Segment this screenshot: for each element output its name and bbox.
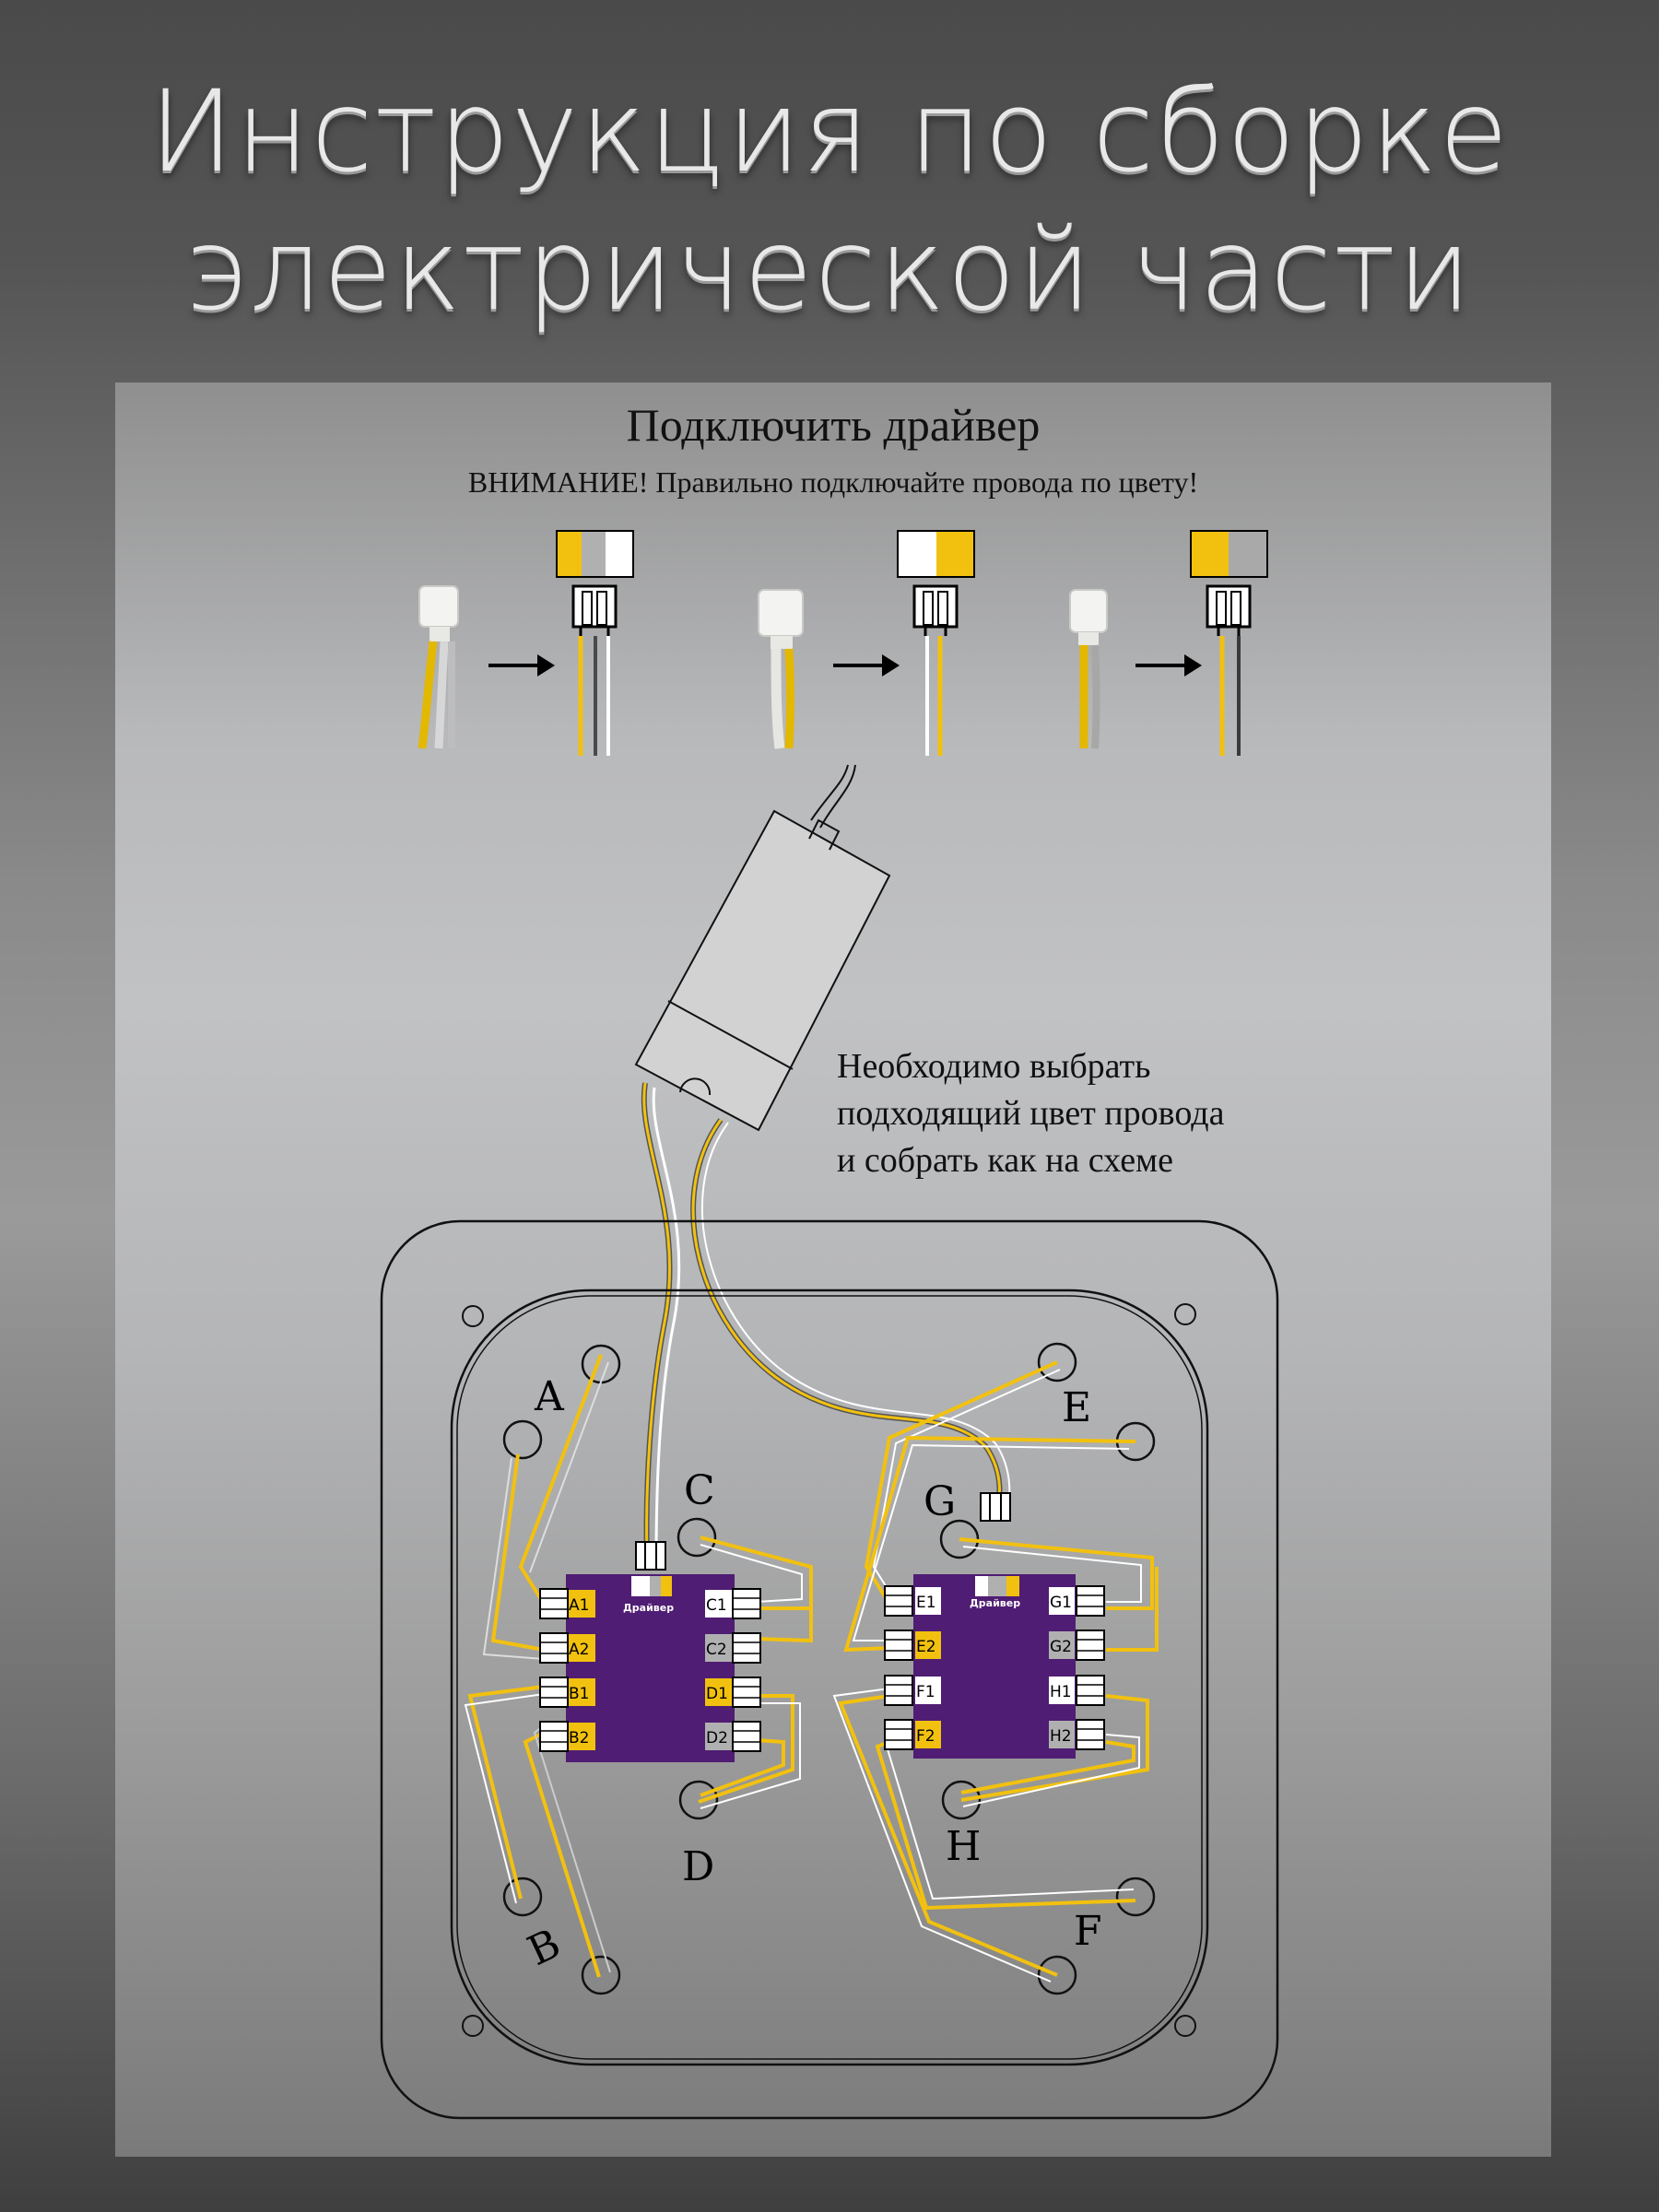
pin-label: F2 [916,1727,935,1746]
pin-label: D2 [706,1729,728,1747]
board-input-connector [635,1541,666,1571]
lamp-hole-d [678,1780,719,1820]
lamp-hole-b1 [502,1877,543,1917]
lamp-hole-a1 [581,1344,621,1384]
pin-label: G1 [1050,1594,1072,1612]
connector-color-swatch [897,530,975,578]
assembly-note: Необходимо выбрать подходящий цвет прово… [837,1043,1298,1184]
page-title-line2: электрической части [185,205,1474,335]
connector-type-white-yellow [758,530,975,756]
pin-label: C2 [706,1641,727,1659]
lamp-label-f: F [1074,1908,1102,1955]
lamp-hole-f1 [1115,1877,1156,1917]
page-title-line1: Инструкция по сборке [148,66,1511,197]
lamp-hole-b2 [581,1955,621,1995]
pin-label: C1 [706,1596,727,1615]
connector-type-yellow-gray [418,530,634,756]
pin-label: A1 [569,1596,589,1615]
connector-color-swatch [556,530,634,578]
arrow-right-icon [1184,654,1202,677]
pin-label: B1 [569,1685,589,1703]
lamp-hole-h [941,1780,982,1820]
arrow-right-icon [882,654,900,677]
lamp-label-e: E [1062,1384,1091,1431]
pin-label: H2 [1050,1727,1072,1746]
connector-plug-icon [912,584,959,636]
color-warning: ВНИМАНИЕ! Правильно подключайте провода … [467,465,1199,499]
board-input-connector [980,1492,1011,1522]
lamp-label-d: D [682,1843,714,1890]
lamp-wires-left [464,1354,813,1978]
section-title: Подключить драйвер [626,399,1041,451]
note-line: Необходимо выбрать [837,1047,1151,1086]
power-driver [634,764,891,1132]
lamp-hole-e1 [1037,1342,1077,1382]
raw-connector-photo [418,585,459,749]
raw-connector-photo [1069,589,1108,749]
lamp-label-c: C [684,1467,715,1514]
pin-label: F1 [916,1683,935,1701]
board-label: Драйвер [623,1602,674,1614]
pin-label: A2 [569,1641,589,1659]
connector-type-yellow-gray-dark [1069,530,1268,756]
note-line: и собрать как на схеме [837,1141,1173,1180]
pin-label: B2 [569,1729,589,1747]
pin-label: D1 [706,1685,728,1703]
connector-plug-icon [1206,584,1252,636]
lamp-labels: A B C D E F G H [521,1373,1102,1975]
lamp-label-a: A [534,1373,565,1420]
driver-board-right: Драйвер E1 E2 F1 F2 G1 G2 H1 H2 [884,1492,1105,1759]
connector-plug-icon [571,584,618,636]
pin-label: E1 [916,1594,936,1612]
note-line: подходящий цвет провода [837,1094,1225,1133]
driver-output-cables [641,1082,1011,1559]
lamp-hole-a2 [502,1419,543,1460]
lamp-hole-f2 [1037,1955,1077,1995]
lamp-label-b: B [521,1920,568,1975]
diagram-panel [115,382,1551,2157]
lamp-label-h: H [946,1823,981,1870]
pin-label: H1 [1050,1683,1072,1701]
lamp-hole-c [677,1517,717,1558]
pin-label: E2 [916,1638,936,1656]
lamp-holes [502,1342,1156,1995]
mounting-frame [380,1219,1279,2120]
connector-color-swatch [1190,530,1268,578]
board-label: Драйвер [970,1597,1020,1609]
pin-label: G2 [1050,1638,1072,1656]
raw-connector-photo [758,589,804,749]
lamp-label-g: G [924,1478,956,1525]
lamp-wires-right [832,1360,1159,1983]
arrow-right-icon [537,654,555,677]
driver-board-left: Драйвер A1 A2 B1 B2 C1 C2 D1 D2 [539,1541,761,1762]
